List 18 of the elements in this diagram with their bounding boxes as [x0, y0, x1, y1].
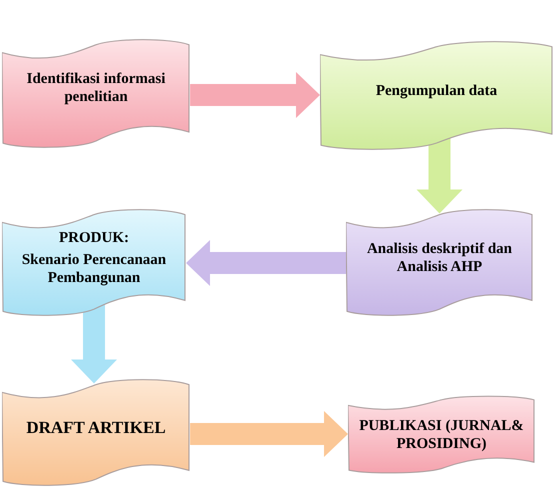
box-text: Pengumpulan data [376, 82, 498, 100]
block-arrow [186, 240, 346, 286]
wavy-box [320, 40, 553, 152]
wavy-box [2, 208, 186, 318]
wavy-box [2, 378, 190, 488]
block-arrow [190, 72, 320, 118]
box-text: Analisis deskriptif dan Analisis AHP [366, 240, 514, 276]
wavy-box [2, 38, 190, 150]
box-heading: PRODUK: [59, 229, 129, 247]
box-text: PUBLIKASI (JURNAL& PROSIDING) [358, 417, 525, 453]
box-text: DRAFT ARTIKEL [26, 418, 166, 438]
wavy-box [348, 395, 535, 475]
box-text: Identifikasi informasi penelitian [26, 70, 166, 106]
wavy-box [346, 208, 533, 318]
block-arrow [71, 304, 117, 384]
block-arrow [416, 138, 462, 214]
block-arrow [190, 411, 348, 457]
box-text: Skenario Perencanaan Pembangunan [20, 251, 168, 287]
